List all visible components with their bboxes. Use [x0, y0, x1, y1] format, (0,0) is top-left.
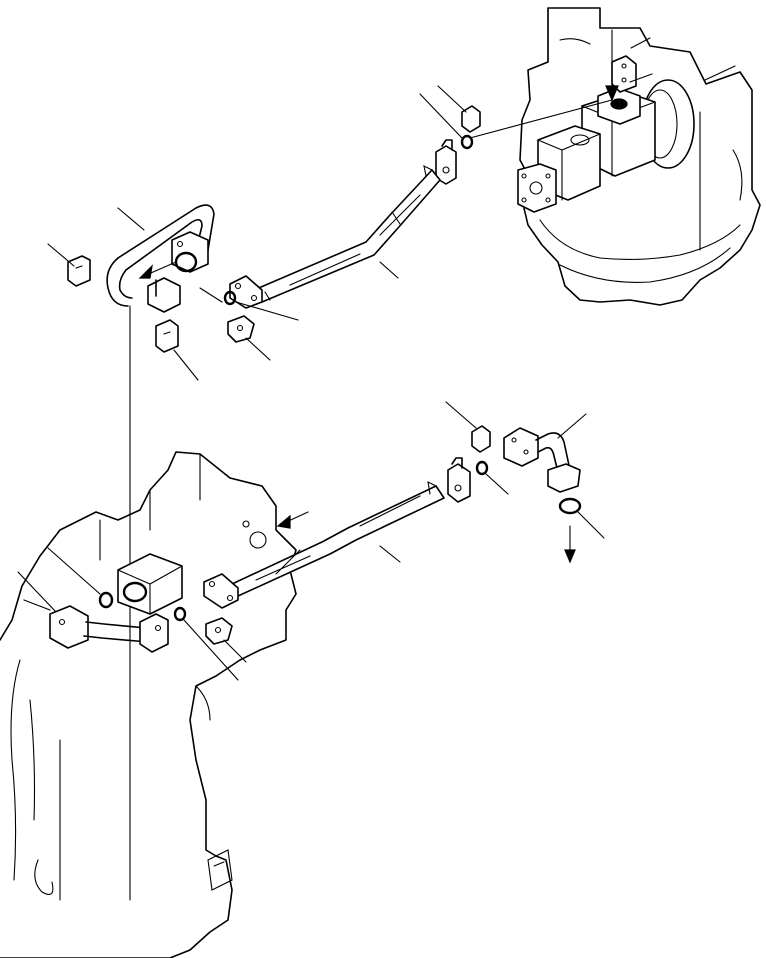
o-ring-upper-left [223, 290, 237, 306]
upper-pump-assembly [517, 7, 761, 306]
split-flange-lower-right [471, 425, 491, 453]
leader-o-ring-lower-mid [183, 619, 239, 681]
leader-split-flange-upper-mid [245, 337, 271, 361]
arrow-head [276, 514, 291, 529]
upper-pipe-loop [106, 204, 223, 313]
o-ring-lower-mid [173, 606, 187, 622]
right-elbow-pipe [503, 413, 587, 493]
arrow-head [564, 549, 576, 564]
o-ring-right-elbow [558, 497, 582, 515]
o-ring-lower-left [98, 591, 114, 609]
o-ring-upper-right [460, 134, 474, 150]
split-flange-halves-upper-left [47, 243, 199, 381]
lower-elbow-pipe [17, 571, 169, 653]
bolt-hole [214, 626, 222, 634]
leader-split-flange-lower-mid [223, 639, 247, 663]
lower-hydraulic-hose [203, 457, 471, 609]
lower-transmission-housing [0, 451, 297, 958]
split-flange-upper-mid [227, 315, 255, 343]
leader-split-flange-upper-right [437, 85, 467, 113]
leader-o-ring-lower-left [47, 547, 101, 595]
leader-o-ring-lower-right [485, 473, 509, 495]
leader-o-ring-upper-right [419, 93, 463, 139]
bolt-hole [236, 324, 244, 332]
split-flange-lower-mid [205, 617, 233, 645]
leader-o-ring-right-elbow [577, 511, 605, 539]
upper-hydraulic-hose [229, 99, 613, 309]
leader-o-ring-upper-left [235, 301, 299, 321]
leader-split-flange-lower-right [445, 401, 477, 429]
o-ring-lower-right [475, 460, 489, 476]
split-flange-upper-right [461, 105, 481, 133]
